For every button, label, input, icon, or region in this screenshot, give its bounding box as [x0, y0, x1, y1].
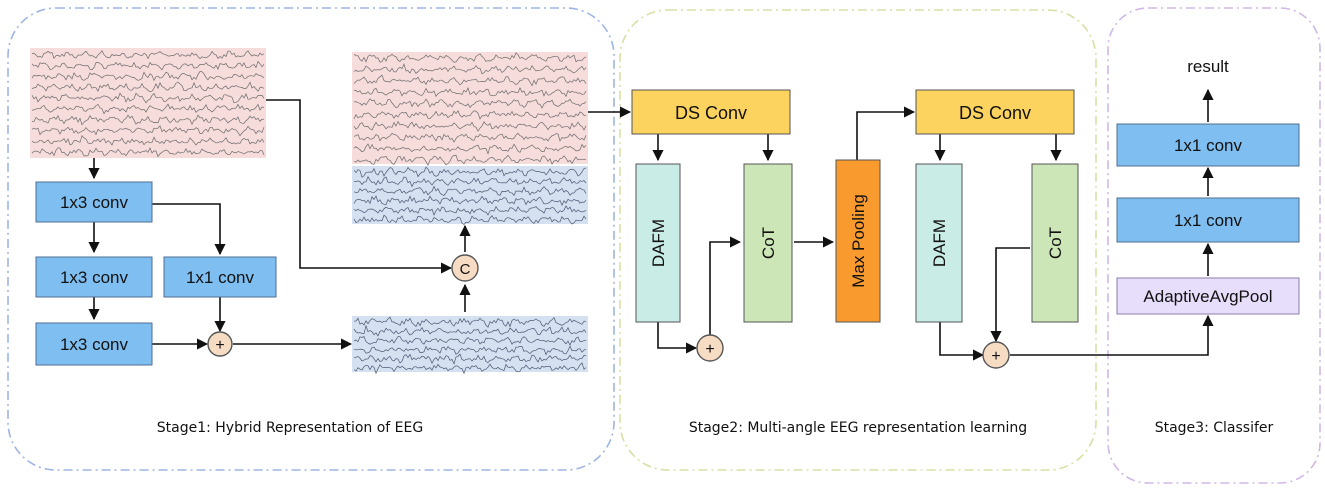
eeg-trace [353, 195, 587, 206]
add-node-stage1: + [207, 331, 233, 357]
result-label: result [1187, 57, 1229, 76]
add-symbol-stage1: + [215, 337, 224, 354]
eeg-trace [31, 125, 265, 137]
concat-node: C [451, 254, 479, 282]
dafm-1-label: DAFM [649, 219, 668, 267]
conv-1x3-third: 1x3 conv [35, 322, 153, 366]
add-node-stage2-first: + [696, 334, 724, 362]
dafm-block-2: DAFM [915, 163, 963, 323]
conv-1x1-middle-label: 1x1 conv [1174, 211, 1243, 230]
eeg-conv-feature-panel [352, 316, 588, 375]
stage1-container [7, 7, 615, 471]
eeg-output-feature-panel [352, 166, 588, 225]
eeg-trace [353, 166, 587, 178]
stage3-container [1107, 7, 1321, 484]
conv-1x1-top: 1x1 conv [1116, 123, 1300, 167]
eeg-trace [353, 316, 587, 328]
eeg-trace [353, 120, 587, 132]
eeg-trace [31, 92, 265, 104]
add-symbol-stage2-second: + [991, 348, 1000, 365]
conv-1x1-stage1: 1x1 conv [163, 256, 277, 298]
eeg-trace [31, 147, 265, 158]
eeg-trace [353, 353, 587, 365]
eeg-trace [353, 336, 587, 346]
stage1-caption: Stage1: Hybrid Representation of EEG [157, 420, 423, 436]
eeg-trace [353, 185, 587, 197]
eeg-output-raw-panel [352, 52, 588, 167]
conv-1x3-second-label: 1x3 conv [60, 268, 129, 287]
eeg-trace [353, 143, 587, 155]
eeg-trace [353, 132, 587, 143]
eeg-trace [353, 154, 587, 167]
eeg-trace [353, 110, 587, 120]
stage3-caption: Stage3: Classifer [1155, 420, 1274, 436]
concat-symbol: C [460, 261, 471, 278]
eeg-trace [353, 324, 587, 337]
eeg-trace [31, 60, 265, 71]
conv-1x3-third-label: 1x3 conv [60, 335, 129, 354]
cot-block-1: CoT [743, 163, 793, 323]
cot-2-label: CoT [1046, 227, 1065, 259]
max-pooling-label: Max Pooling [849, 194, 868, 288]
eeg-trace [31, 103, 265, 115]
add-symbol-stage2-first: + [705, 341, 714, 358]
ds-conv-2-label: DS Conv [959, 103, 1031, 123]
cot-1-label: CoT [759, 227, 778, 259]
conv-1x3-second: 1x3 conv [35, 256, 153, 298]
dafm-2-label: DAFM [930, 219, 949, 267]
add-node-stage2-second: + [982, 341, 1010, 369]
ds-conv-block-2: DS Conv [915, 89, 1075, 135]
eeg-trace [353, 98, 587, 109]
adaptive-avg-pool-label: AdaptiveAvgPool [1143, 287, 1272, 306]
conv-1x1-middle: 1x1 conv [1116, 197, 1300, 243]
eeg-trace [353, 52, 587, 63]
eeg-trace [353, 74, 587, 87]
eeg-trace [31, 71, 265, 82]
conv-1x3-first: 1x3 conv [35, 181, 153, 223]
eeg-input-panel [30, 48, 266, 158]
ds-conv-1-label: DS Conv [675, 103, 747, 123]
ds-conv-block-1: DS Conv [631, 89, 791, 135]
conv-1x3-first-label: 1x3 conv [60, 193, 129, 212]
eeg-trace [31, 81, 265, 93]
cot-block-2: CoT [1031, 163, 1079, 323]
eeg-trace [353, 362, 587, 375]
max-pooling-block: Max Pooling [835, 159, 881, 323]
adaptive-avg-pool-block: AdaptiveAvgPool [1116, 277, 1300, 315]
eeg-trace [353, 176, 587, 188]
stage2-container [619, 9, 1097, 471]
eeg-trace [353, 205, 587, 216]
eeg-trace [31, 114, 265, 126]
eeg-trace [353, 214, 587, 225]
stage1-connectors [88, 99, 471, 350]
dafm-block-1: DAFM [635, 163, 681, 323]
eeg-trace [31, 134, 265, 146]
stage2-caption: Stage2: Multi-angle EEG representation l… [689, 420, 1027, 436]
conv-1x1-stage1-label: 1x1 conv [186, 268, 255, 287]
conv-1x1-top-label: 1x1 conv [1174, 136, 1243, 155]
eeg-trace [353, 87, 587, 98]
eeg-trace [31, 50, 265, 60]
eeg-trace [353, 345, 587, 356]
eeg-trace [353, 63, 587, 75]
stage2-connectors [588, 106, 1214, 361]
